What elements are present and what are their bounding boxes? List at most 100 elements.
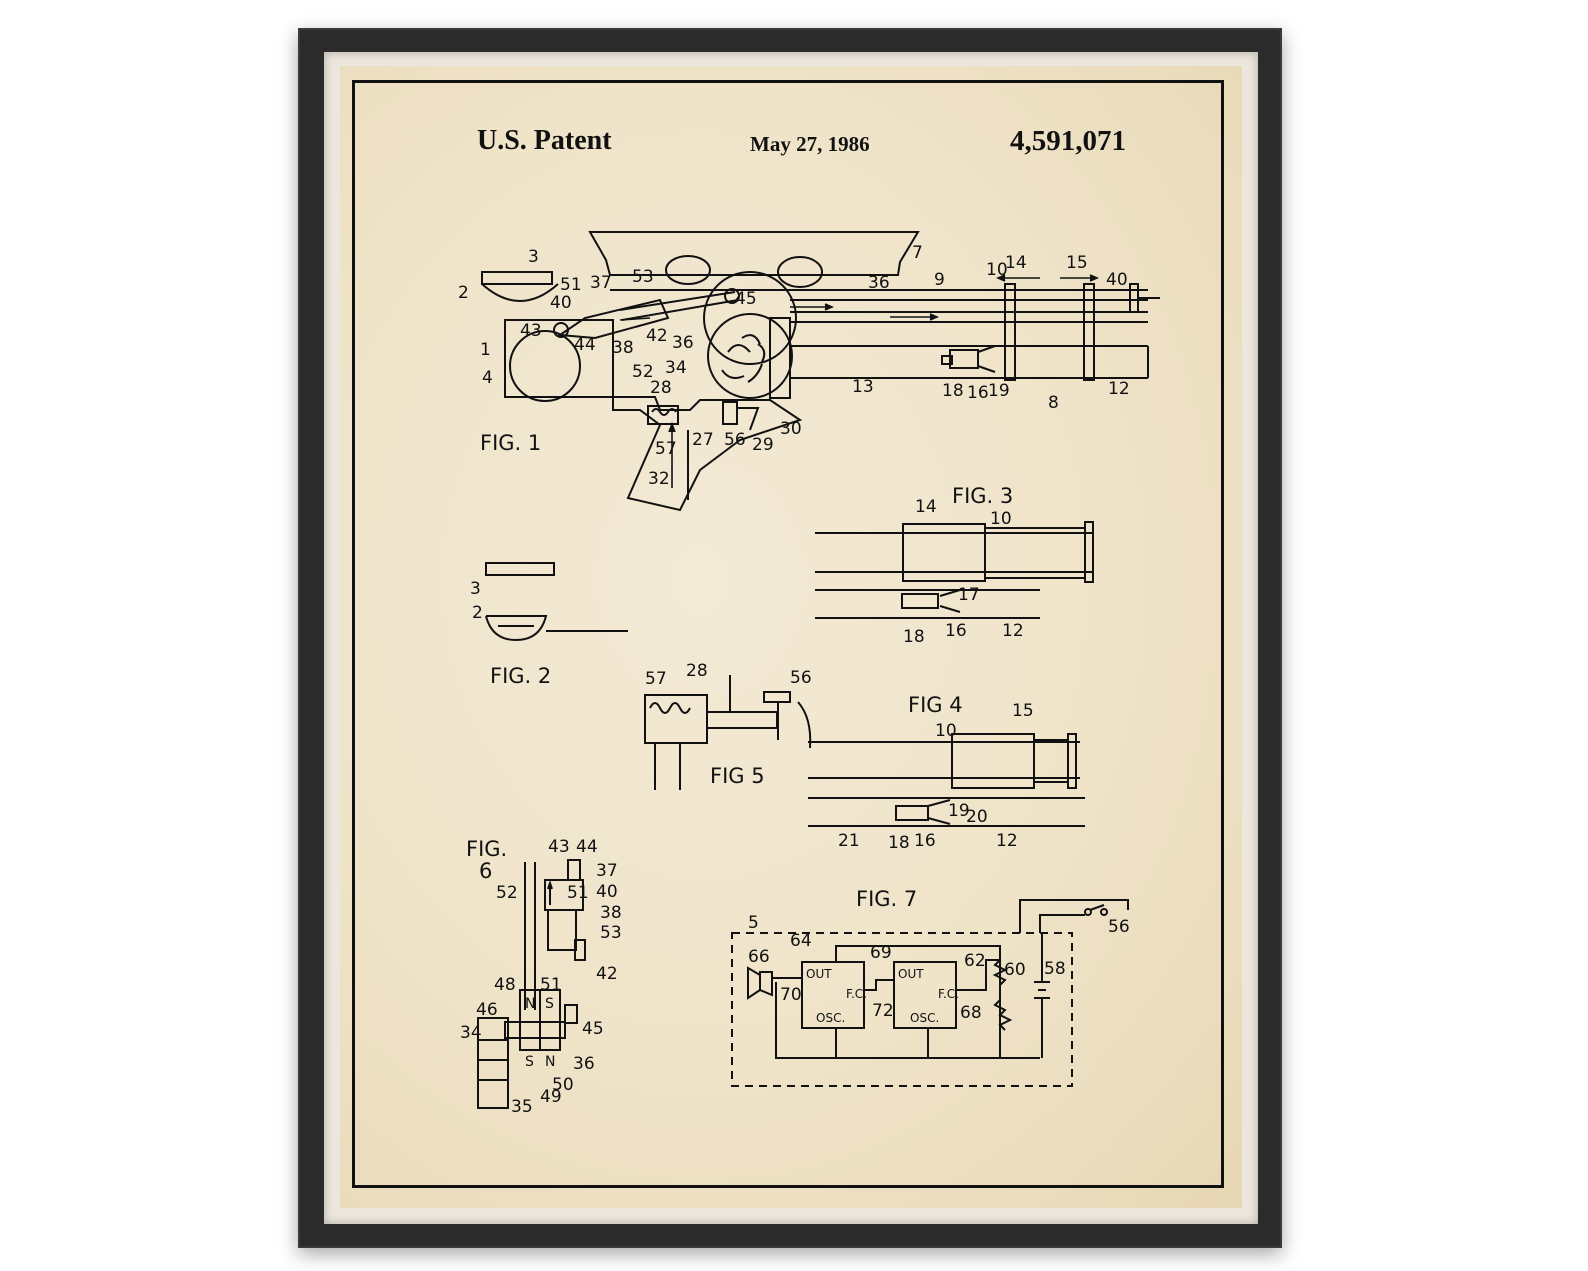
patent-label: U.S. Patent [477, 125, 612, 156]
svg-text:3: 3 [470, 579, 481, 599]
fig6-title: FIG. [466, 837, 507, 861]
svg-text:32: 32 [648, 469, 670, 489]
fig5-title: FIG 5 [710, 764, 765, 788]
svg-text:51: 51 [540, 975, 562, 995]
svg-text:68: 68 [960, 1003, 982, 1023]
svg-text:34: 34 [665, 358, 687, 378]
svg-text:52: 52 [496, 883, 518, 903]
fig7-circuit [731, 899, 1129, 1087]
svg-text:57: 57 [655, 439, 677, 459]
svg-text:40: 40 [596, 882, 618, 902]
svg-text:10: 10 [986, 260, 1008, 280]
patent-border [352, 80, 1224, 1188]
svg-text:60: 60 [1004, 960, 1026, 980]
svg-text:44: 44 [574, 335, 596, 355]
svg-text:8: 8 [1048, 393, 1059, 413]
svg-text:44: 44 [576, 837, 598, 857]
svg-text:14: 14 [1005, 253, 1027, 273]
svg-text:17: 17 [958, 585, 980, 605]
svg-text:F.C.: F.C. [938, 987, 959, 1001]
svg-text:5: 5 [748, 913, 759, 933]
svg-text:56: 56 [1108, 917, 1130, 937]
svg-text:28: 28 [650, 378, 672, 398]
fig4-drawing [808, 733, 1085, 827]
svg-text:9: 9 [934, 270, 945, 290]
svg-text:57: 57 [645, 669, 667, 689]
svg-text:27: 27 [692, 430, 714, 450]
svg-text:49: 49 [540, 1087, 562, 1107]
fig6-labels: 43 44 37 40 51 38 53 42 52 48 51 46 45 3… [460, 837, 622, 1117]
svg-text:37: 37 [590, 273, 612, 293]
svg-text:16: 16 [967, 383, 989, 403]
svg-text:4: 4 [482, 368, 493, 388]
svg-text:42: 42 [646, 326, 668, 346]
svg-text:20: 20 [966, 807, 988, 827]
svg-text:15: 15 [1012, 701, 1034, 721]
svg-text:28: 28 [686, 661, 708, 681]
patent-number: 4,591,071 [1010, 125, 1126, 157]
svg-text:40: 40 [550, 293, 572, 313]
svg-text:30: 30 [780, 419, 802, 439]
fig1-arrows [619, 274, 1100, 488]
svg-text:51: 51 [560, 275, 582, 295]
svg-text:45: 45 [735, 289, 757, 309]
svg-text:42: 42 [596, 964, 618, 984]
svg-text:S: S [545, 996, 554, 1012]
fig5-labels: 57 28 56 [645, 661, 812, 689]
svg-text:64: 64 [790, 931, 812, 951]
fig6-number: 6 [479, 859, 492, 883]
svg-text:70: 70 [780, 985, 802, 1005]
svg-text:66: 66 [748, 947, 770, 967]
svg-text:56: 56 [724, 430, 746, 450]
svg-text:72: 72 [872, 1001, 894, 1021]
svg-text:15: 15 [1066, 253, 1088, 273]
fig3-title: FIG. 3 [952, 484, 1013, 508]
svg-text:36: 36 [672, 333, 694, 353]
svg-text:40: 40 [1106, 270, 1128, 290]
fig1-gun-drawing [481, 231, 1160, 512]
svg-text:12: 12 [1108, 379, 1130, 399]
svg-text:48: 48 [494, 975, 516, 995]
svg-text:18: 18 [942, 381, 964, 401]
fig6-drawing [477, 859, 586, 1109]
fig6-magnet-labels: N S S N [525, 996, 555, 1070]
svg-text:36: 36 [573, 1054, 595, 1074]
fig7-block-labels: OUT OUT F.C. F.C. OSC. OSC. [806, 967, 959, 1025]
svg-text:14: 14 [915, 497, 937, 517]
svg-text:43: 43 [520, 321, 542, 341]
svg-text:2: 2 [472, 603, 483, 623]
fig1-title: FIG. 1 [480, 431, 541, 455]
svg-text:7: 7 [912, 243, 923, 263]
svg-text:S: S [525, 1054, 534, 1070]
svg-text:56: 56 [790, 668, 812, 688]
fig7-labels: 5 64 69 66 70 72 62 60 68 58 56 [748, 913, 1130, 1023]
fig3-labels: 14 10 17 18 16 12 [903, 497, 1024, 647]
svg-text:34: 34 [460, 1023, 482, 1043]
svg-text:19: 19 [948, 801, 970, 821]
fig2-title: FIG. 2 [490, 664, 551, 688]
svg-text:35: 35 [511, 1097, 533, 1117]
svg-text:29: 29 [752, 435, 774, 455]
fig2-drawing [485, 562, 628, 642]
svg-text:38: 38 [612, 338, 634, 358]
fig2-labels: 3 2 [470, 579, 483, 623]
svg-text:3: 3 [528, 247, 539, 267]
fig5-drawing [644, 675, 812, 790]
svg-text:37: 37 [596, 861, 618, 881]
fig4-labels: 15 10 19 20 21 18 16 12 [838, 701, 1034, 853]
svg-text:46: 46 [476, 1000, 498, 1020]
patent-date: May 27, 1986 [750, 132, 870, 156]
fig3-drawing [815, 521, 1094, 619]
svg-text:F.C.: F.C. [846, 987, 867, 1001]
svg-text:52: 52 [632, 362, 654, 382]
svg-text:1: 1 [480, 340, 491, 360]
svg-text:2: 2 [458, 283, 469, 303]
svg-text:53: 53 [600, 923, 622, 943]
fig4-title: FIG 4 [908, 693, 963, 717]
svg-text:18: 18 [888, 833, 910, 853]
svg-text:12: 12 [996, 831, 1018, 851]
svg-text:21: 21 [838, 831, 860, 851]
svg-text:50: 50 [552, 1075, 574, 1095]
svg-text:16: 16 [914, 831, 936, 851]
